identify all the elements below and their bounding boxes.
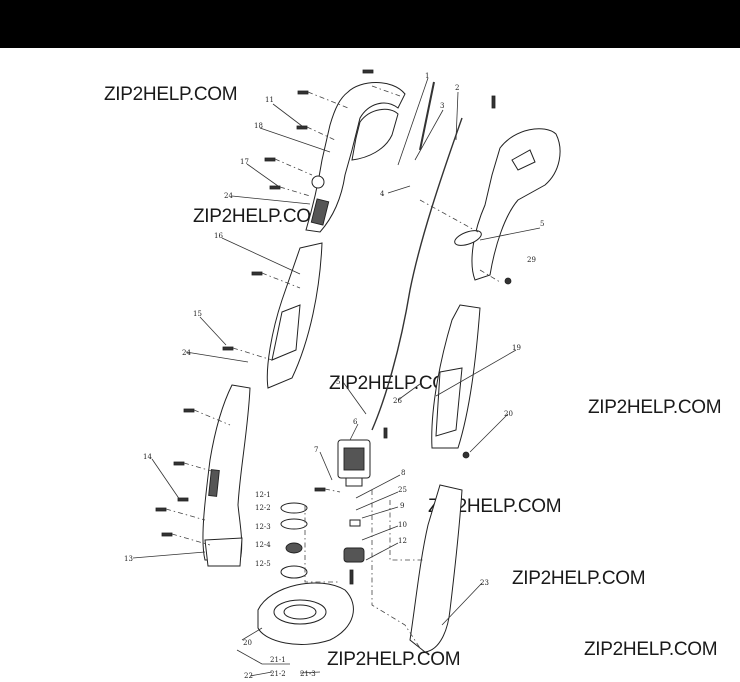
part-label: 21-3 xyxy=(300,670,316,678)
switch-cover-part xyxy=(266,242,323,389)
part-label: 21-2 xyxy=(270,670,286,678)
part-label: 12-2 xyxy=(255,504,271,512)
screws xyxy=(155,69,512,585)
part-label: 4 xyxy=(380,190,385,198)
watermark: ZIP2HELP.COM xyxy=(104,84,238,105)
part-label: 12-4 xyxy=(255,541,271,549)
part-label: 26 xyxy=(393,397,402,405)
spool-assembly-part xyxy=(280,502,365,579)
part-label: 24 xyxy=(224,192,233,200)
part-label: 16 xyxy=(214,232,223,240)
part-label: 18 xyxy=(254,122,263,130)
lower-housing-part xyxy=(409,484,463,653)
shaft-cover-part xyxy=(431,304,481,449)
part-label: 12 xyxy=(398,537,407,545)
part-label: 17 xyxy=(240,158,249,166)
part-label: 12-5 xyxy=(255,560,271,568)
part-label: 25 xyxy=(398,486,407,494)
part-label: 7 xyxy=(314,446,318,454)
part-label: 10 xyxy=(398,521,407,529)
assembly-lines xyxy=(165,85,501,649)
part-label: 20 xyxy=(243,639,252,647)
part-label: 12-3 xyxy=(255,523,271,531)
watermark: ZIP2HELP.COM xyxy=(329,373,463,394)
part-label: 8 xyxy=(401,469,405,477)
watermark: ZIP2HELP.COM xyxy=(588,397,722,418)
part-label: 23 xyxy=(480,579,489,587)
part-label: 20 xyxy=(504,410,513,418)
exploded-parts-diagram: 1 2 3 4 5 11 18 17 24 16 29 15 24 19 5 2… xyxy=(124,69,561,680)
part-label: 19 xyxy=(512,344,521,352)
part-label: 5 xyxy=(336,378,340,386)
part-label: 5 xyxy=(540,220,544,228)
part-label: 21-1 xyxy=(270,656,286,664)
watermark: ZIP2HELP.COM xyxy=(327,649,461,670)
part-labels: 1 2 3 4 5 11 18 17 24 16 29 15 24 19 5 2… xyxy=(124,72,544,680)
handle-upper-part xyxy=(305,82,406,233)
watermark: ZIP2HELP.COM xyxy=(584,639,718,660)
part-label: 6 xyxy=(353,418,358,426)
part-label: 1 xyxy=(425,72,429,80)
part-label: 2 xyxy=(455,84,459,92)
main-housing-part xyxy=(202,384,251,567)
part-label: 11 xyxy=(265,96,274,104)
part-label: 13 xyxy=(124,555,133,563)
motor-part xyxy=(337,439,371,487)
part-label: 29 xyxy=(527,256,536,264)
header-bar xyxy=(0,0,740,48)
watermark: ZIP2HELP.COM xyxy=(512,568,646,589)
part-label: 24 xyxy=(182,349,191,357)
part-label: 9 xyxy=(400,502,404,510)
part-label: 12-1 xyxy=(255,491,271,499)
part-label: 22 xyxy=(244,672,253,680)
part-label: 14 xyxy=(143,453,152,461)
part-label: 15 xyxy=(193,310,202,318)
leader-lines xyxy=(132,77,541,677)
watermark: ZIP2HELP.COM xyxy=(193,206,327,227)
handle-right-cover xyxy=(454,128,561,281)
part-label: 3 xyxy=(440,102,444,110)
cutting-head-base-part xyxy=(257,582,354,645)
